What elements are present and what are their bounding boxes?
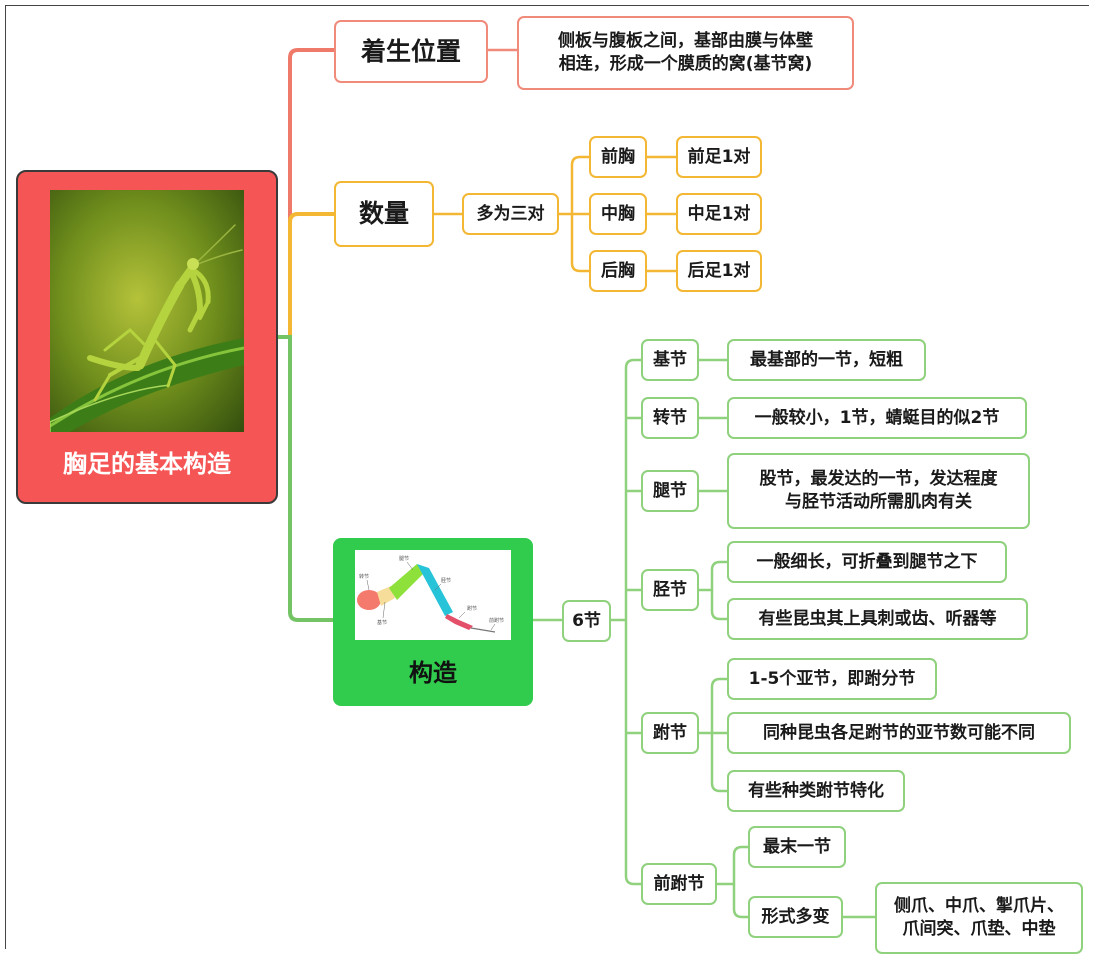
metathorax-node[interactable]: 后胸 (589, 250, 647, 292)
diagram-label-trochanter: 转节 (359, 573, 369, 580)
diagram-label-pretarsus: 前跗节 (489, 617, 504, 624)
tarsus-note-3[interactable]: 有些种类跗节特化 (727, 770, 905, 812)
midleg-node[interactable]: 中足1对 (676, 193, 762, 235)
diagram-label-tarsus: 跗节 (467, 605, 477, 612)
position-node[interactable]: 着生位置 (334, 20, 488, 83)
canvas-frame (5, 5, 1089, 949)
tarsus-note-2[interactable]: 同种昆虫各足跗节的亚节数可能不同 (727, 712, 1071, 754)
structure-title: 构造 (409, 658, 457, 687)
pretarsus-forms[interactable]: 侧爪、中爪、掣爪片、 爪间突、爪垫、中垫 (875, 882, 1083, 954)
mesothorax-node[interactable]: 中胸 (589, 193, 647, 235)
trochanter-desc[interactable]: 一般较小，1节，蜻蜓目的似2节 (727, 397, 1027, 439)
structure-node[interactable]: 腿节 转节 基节 胫节 跗节 前跗节 构造 (333, 538, 533, 706)
diagram-label-femur: 腿节 (399, 556, 409, 562)
diagram-label-coxa: 基节 (377, 619, 387, 626)
tibia-node[interactable]: 胫节 (641, 569, 699, 611)
pretarsus-forms-line1: 侧爪、中爪、掣爪片、 (894, 896, 1064, 917)
hindleg-node[interactable]: 后足1对 (676, 250, 762, 292)
segments-count-node[interactable]: 6节 (562, 600, 611, 642)
foreleg-node[interactable]: 前足1对 (676, 136, 762, 178)
prothorax-node[interactable]: 前胸 (589, 136, 647, 178)
praying-mantis-photo (50, 190, 244, 432)
tibia-note-2[interactable]: 有些昆虫其上具刺或齿、听器等 (727, 598, 1028, 640)
tarsus-note-1[interactable]: 1-5个亚节，即跗分节 (727, 658, 937, 700)
count-node[interactable]: 数量 (334, 181, 434, 247)
femur-node[interactable]: 腿节 (641, 470, 699, 512)
trochanter-node[interactable]: 转节 (641, 397, 699, 439)
femur-desc-line1: 股节，最发达的一节，发达程度 (759, 469, 998, 490)
position-desc-line2: 相连，形成一个膜质的窝(基节窝) (558, 54, 813, 74)
femur-desc[interactable]: 股节，最发达的一节，发达程度 与胫节活动所需肌肉有关 (727, 453, 1030, 529)
position-desc-line1: 侧板与腹板之间，基部由膜与体壁 (558, 31, 813, 52)
count-summary[interactable]: 多为三对 (462, 193, 559, 235)
pretarsus-forms-line2: 爪间突、爪垫、中垫 (902, 919, 1056, 939)
pretarsus-variation[interactable]: 形式多变 (748, 896, 843, 938)
diagram-label-tibia: 胫节 (441, 577, 451, 584)
tibia-note-1[interactable]: 一般细长，可折叠到腿节之下 (727, 541, 1007, 583)
tarsus-node[interactable]: 跗节 (641, 712, 699, 754)
insect-leg-diagram: 腿节 转节 基节 胫节 跗节 前跗节 (355, 550, 511, 640)
pretarsus-node[interactable]: 前跗节 (641, 863, 717, 905)
coxa-node[interactable]: 基节 (641, 339, 699, 381)
root-title: 胸足的基本构造 (63, 450, 231, 478)
femur-desc-line2: 与胫节活动所需肌肉有关 (785, 492, 972, 512)
position-desc[interactable]: 侧板与腹板之间，基部由膜与体壁 相连，形成一个膜质的窝(基节窝) (517, 16, 854, 90)
pretarsus-note[interactable]: 最末一节 (748, 826, 846, 868)
root-node[interactable]: 胸足的基本构造 (16, 170, 278, 504)
coxa-desc[interactable]: 最基部的一节，短粗 (727, 339, 926, 381)
